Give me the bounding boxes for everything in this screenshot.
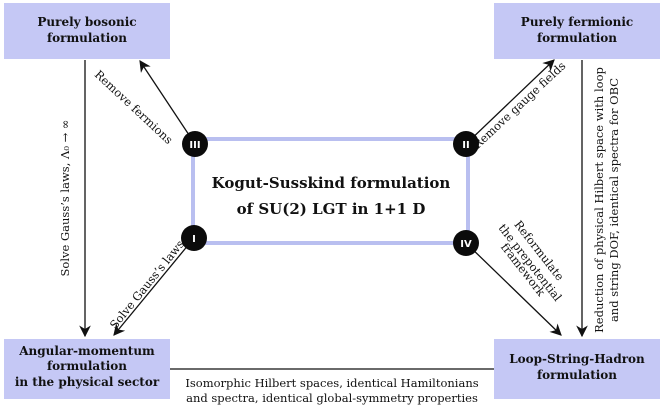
label-reduction-line2: and string DOF, identical spectra for OB…	[607, 78, 621, 322]
center-line1: Kogut-Susskind formulation	[212, 174, 451, 192]
box-purely-fermionic-line1: Purely fermionic	[521, 15, 633, 29]
svg-text:III: III	[189, 140, 200, 151]
box-purely-bosonic-line1: Purely bosonic	[37, 15, 136, 29]
label-reduction-line1: Reduction of physical Hilbert space with…	[592, 67, 606, 333]
label-remove-gauge-fields: Remove gauge fields	[470, 59, 568, 152]
box-angular-momentum-line2: formulation	[47, 359, 127, 373]
center-frame	[191, 137, 470, 245]
arrow-iii-to-bosonic	[139, 60, 196, 145]
box-angular-momentum-line3: in the physical sector	[15, 375, 160, 389]
badge-iv: IV	[453, 230, 479, 256]
svg-text:IV: IV	[460, 239, 472, 250]
box-loop-string-hadron: Loop-String-Hadron formulation	[494, 339, 660, 399]
svg-text:I: I	[192, 234, 196, 245]
label-remove-fermions: Remove fermions	[92, 67, 176, 147]
center-line2: of SU(2) LGT in 1+1 D	[237, 200, 426, 218]
badge-ii: II	[453, 131, 479, 157]
box-loop-string-hadron-line2: formulation	[537, 368, 617, 382]
label-isomorphic-line2: and spectra, identical global-symmetry p…	[186, 391, 478, 405]
svg-text:II: II	[462, 140, 469, 151]
label-solve-gauss: Solve Gauss’s laws	[107, 237, 187, 332]
box-purely-fermionic: Purely fermionic formulation	[494, 3, 660, 59]
label-solve-gauss-limit: Solve Gauss’s laws, Λ₀ → ∞	[58, 120, 72, 277]
label-isomorphic-line1: Isomorphic Hilbert spaces, identical Ham…	[185, 376, 478, 390]
arrow-i-to-angular	[113, 237, 195, 336]
box-angular-momentum-line1: Angular-momentum	[18, 344, 155, 358]
box-angular-momentum: Angular-momentum formulation in the phys…	[4, 339, 170, 399]
badge-i: I	[181, 225, 207, 251]
box-loop-string-hadron-line1: Loop-String-Hadron	[509, 352, 645, 366]
box-purely-fermionic-line2: formulation	[537, 31, 617, 45]
box-purely-bosonic-line2: formulation	[47, 31, 127, 45]
badge-iii: III	[182, 131, 208, 157]
arrow-iv-to-lsh	[465, 242, 562, 336]
box-purely-bosonic: Purely bosonic formulation	[4, 3, 170, 59]
arrow-ii-to-fermionic	[465, 59, 555, 145]
